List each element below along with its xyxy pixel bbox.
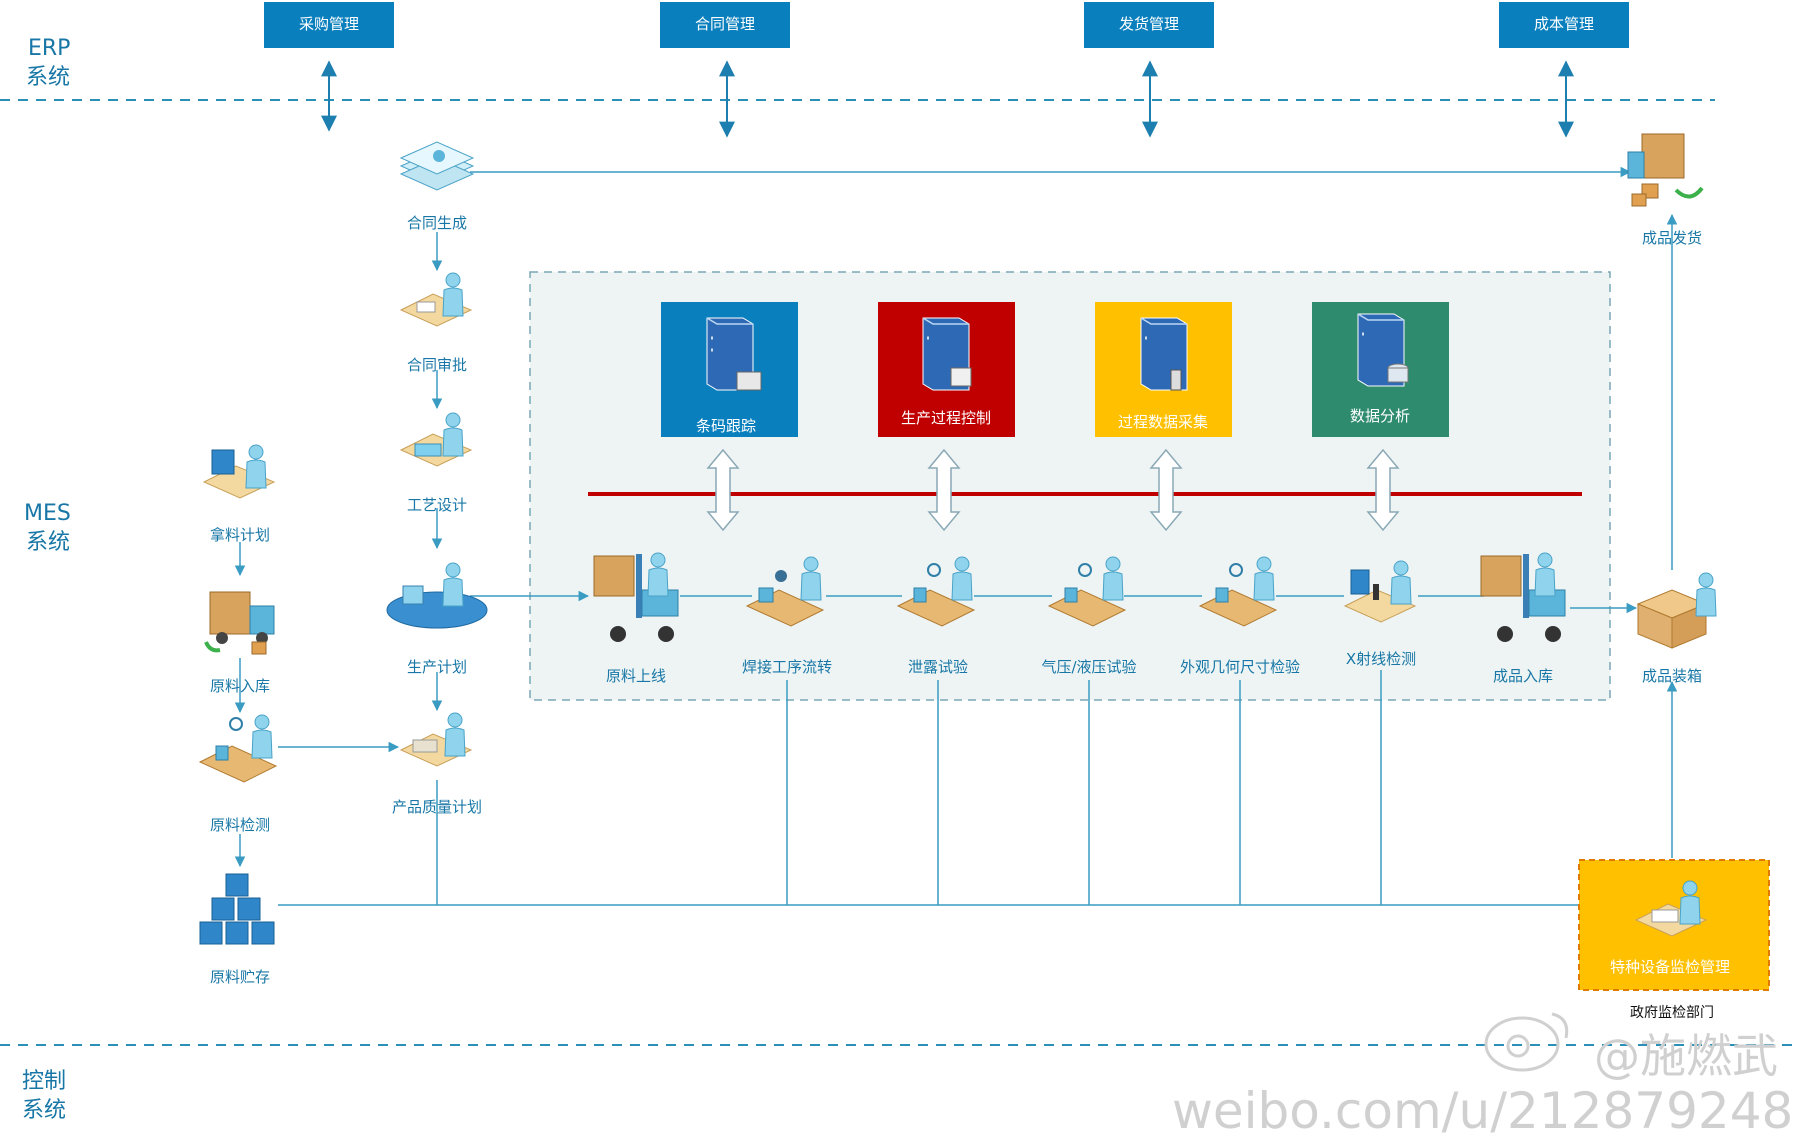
node-welding-flow: 焊接工序流转 xyxy=(742,556,832,676)
svg-text:成品入库: 成品入库 xyxy=(1493,667,1553,685)
svg-text:原料上线: 原料上线 xyxy=(606,667,666,685)
server-data-collection: 过程数据采集 xyxy=(1095,302,1232,437)
mes-layer-label: MES 系统 xyxy=(24,501,71,555)
svg-text:条码跟踪: 条码跟踪 xyxy=(696,417,756,435)
svg-text:工艺设计: 工艺设计 xyxy=(407,496,467,514)
svg-text:焊接工序流转: 焊接工序流转 xyxy=(742,658,832,676)
node-finished-shipping: 成品发货 xyxy=(1627,133,1704,247)
node-dimension-inspection: 外观几何尺寸检验 xyxy=(1180,556,1300,676)
svg-text:生产过程控制: 生产过程控制 xyxy=(901,409,991,427)
erp-module-contract: 合同管理 xyxy=(660,2,790,138)
svg-text:特种设备监检管理: 特种设备监检管理 xyxy=(1610,958,1730,976)
gov-dept-label: 政府监检部门 xyxy=(1630,1005,1714,1021)
flow-connectors xyxy=(234,166,1678,906)
node-quality-plan: 产品质量计划 xyxy=(392,712,482,816)
node-process-design: 工艺设计 xyxy=(399,412,473,514)
node-pressure-test: 气压/液压试验 xyxy=(1041,556,1137,676)
server-production-control: 生产过程控制 xyxy=(878,302,1015,437)
svg-text:发货管理: 发货管理 xyxy=(1119,15,1179,33)
svg-text:泄露试验: 泄露试验 xyxy=(908,658,968,676)
node-xray-inspection: X射线检测 xyxy=(1343,560,1417,668)
svg-text:原料贮存: 原料贮存 xyxy=(210,968,270,986)
svg-text:weibo.com/u/2128792480: weibo.com/u/2128792480 xyxy=(1172,1082,1794,1136)
erp-module-purchasing: 采购管理 xyxy=(264,2,394,132)
svg-text:控制: 控制 xyxy=(22,1069,66,1094)
svg-text:系统: 系统 xyxy=(22,1098,66,1123)
gov-supervision-box: 特种设备监检管理 xyxy=(1578,859,1770,991)
svg-text:过程数据采集: 过程数据采集 xyxy=(1118,413,1208,431)
node-contract-approval: 合同审批 xyxy=(399,272,473,374)
weibo-watermark: @施燃武 weibo.com/u/2128792480 xyxy=(1172,1012,1794,1136)
svg-text:产品质量计划: 产品质量计划 xyxy=(392,798,482,816)
erp-module-shipping: 发货管理 xyxy=(1084,2,1214,138)
server-barcode-tracking: 条码跟踪 xyxy=(661,302,798,437)
svg-text:数据分析: 数据分析 xyxy=(1350,407,1410,425)
node-material-inbound: 原料入库 xyxy=(204,591,275,695)
svg-text:成本管理: 成本管理 xyxy=(1534,15,1594,33)
svg-text:气压/液压试验: 气压/液压试验 xyxy=(1041,658,1136,676)
svg-text:合同审批: 合同审批 xyxy=(407,356,467,374)
svg-text:MES: MES xyxy=(24,501,71,526)
svg-text:系统: 系统 xyxy=(26,65,70,90)
svg-text:原料检测: 原料检测 xyxy=(210,816,270,834)
svg-text:成品装箱: 成品装箱 xyxy=(1642,667,1702,685)
node-material-storage: 原料贮存 xyxy=(199,873,275,986)
svg-text:@施燃武: @施燃武 xyxy=(1594,1029,1778,1083)
node-material-online: 原料上线 xyxy=(593,552,679,685)
svg-text:拿料计划: 拿料计划 xyxy=(210,526,270,544)
svg-text:X射线检测: X射线检测 xyxy=(1346,650,1416,668)
svg-text:生产计划: 生产计划 xyxy=(407,658,467,676)
svg-text:ERP: ERP xyxy=(28,36,70,61)
node-finished-packing: 成品装箱 xyxy=(1636,572,1717,685)
erp-layer-label: ERP 系统 xyxy=(26,36,70,90)
node-finished-warehousing: 成品入库 xyxy=(1480,552,1566,685)
svg-text:合同生成: 合同生成 xyxy=(407,214,467,232)
server-bus-link-arrows xyxy=(706,448,1400,532)
svg-text:成品发货: 成品发货 xyxy=(1642,229,1702,247)
svg-text:外观几何尺寸检验: 外观几何尺寸检验 xyxy=(1180,658,1300,676)
svg-text:系统: 系统 xyxy=(26,530,70,555)
node-material-inspection: 原料检测 xyxy=(198,714,278,834)
erp-module-cost: 成本管理 xyxy=(1499,2,1629,138)
node-material-plan: 拿料计划 xyxy=(202,444,276,544)
svg-text:原料入库: 原料入库 xyxy=(210,677,270,695)
node-contract-generation: 合同生成 xyxy=(399,141,475,232)
svg-text:合同管理: 合同管理 xyxy=(695,15,755,33)
server-data-analysis: 数据分析 xyxy=(1312,302,1449,437)
node-leak-test: 泄露试验 xyxy=(896,556,976,676)
svg-text:采购管理: 采购管理 xyxy=(299,15,359,33)
node-production-plan: 生产计划 xyxy=(386,562,488,676)
control-layer-label: 控制 系统 xyxy=(22,1069,66,1123)
weibo-logo-icon xyxy=(1484,1012,1569,1072)
